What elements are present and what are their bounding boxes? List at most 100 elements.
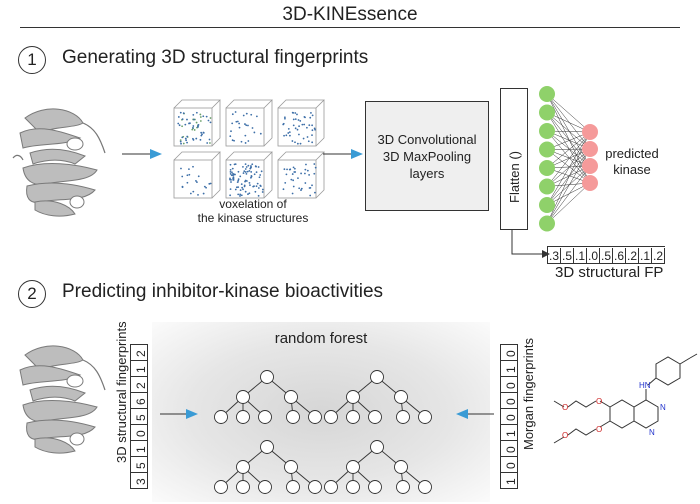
random-forest-panel: [152, 322, 490, 502]
fp-cell: .1: [639, 248, 652, 264]
flatten-label: Flatten (): [507, 150, 522, 203]
voxel-cube: [173, 151, 221, 199]
mol-atom-o1: O: [596, 397, 602, 406]
decision-tree: [214, 440, 322, 494]
inhibitor-molecule: HN N N O O O O: [553, 353, 698, 444]
random-forest-label: random forest: [274, 330, 368, 347]
tree-node: [418, 410, 432, 424]
tree-node: [214, 480, 228, 494]
title-divider: [20, 27, 680, 28]
fp-cell: 1: [504, 478, 518, 485]
kinase-structure-image-2: [19, 345, 106, 454]
input-node: [539, 215, 555, 232]
structural-fp-label: 3D structural FP: [555, 264, 664, 281]
arrow-to-voxels: [122, 149, 162, 159]
cnn-layers-box: 3D Convolutional 3D MaxPooling layers: [365, 101, 489, 211]
fp-cell: 3: [134, 478, 148, 485]
input-node: [539, 123, 555, 139]
tree-node: [308, 480, 322, 494]
fp-cell: 5: [134, 462, 148, 469]
tree-node: [394, 390, 408, 404]
fp-cell: .5: [600, 248, 613, 264]
fp-cell: 1: [504, 430, 518, 437]
output-node: [582, 124, 598, 140]
tree-node: [236, 410, 250, 424]
output-node: [582, 141, 598, 157]
fp-cell: .6: [613, 248, 626, 264]
arrow-morgan-to-forest: [456, 409, 494, 419]
voxel-cube: [173, 99, 221, 147]
tree-node: [214, 410, 228, 424]
step2-title: Predicting inhibitor-kinase bioactivitie…: [62, 281, 384, 302]
tree-node: [418, 480, 432, 494]
fp-cell: 0: [504, 398, 518, 405]
tree-node: [396, 480, 410, 494]
tree-node: [260, 370, 274, 384]
fp-cell: 0: [134, 430, 148, 437]
fp-cell: 1: [134, 366, 148, 373]
tree-node: [370, 440, 384, 454]
tree-node: [258, 480, 272, 494]
tree-node: [324, 410, 338, 424]
random-forest-trees: [214, 370, 432, 494]
tree-node: [286, 410, 300, 424]
figure-title: 3D-KINEssence: [282, 4, 418, 25]
output-node: [582, 175, 598, 191]
input-node: [539, 104, 555, 121]
input-node: [539, 178, 555, 195]
flatten-to-fp-connector: [511, 230, 550, 258]
tree-node: [346, 480, 360, 494]
left-fp-label: 3D structural fingerprints: [114, 321, 129, 463]
output-label-line1: predicted: [605, 146, 659, 161]
cnn-line-3: layers: [409, 166, 445, 181]
tree-node: [324, 480, 338, 494]
tree-node: [368, 480, 382, 494]
fp-cell: 0: [504, 382, 518, 389]
fp-cell: 0: [504, 446, 518, 453]
fp-cell: .2: [626, 248, 639, 264]
kinase-structure-image: [12, 108, 106, 217]
input-node: [539, 141, 555, 158]
decision-tree: [324, 370, 432, 424]
step1-number-badge: 1: [18, 46, 46, 74]
tree-node: [346, 390, 360, 404]
tree-node: [284, 390, 298, 404]
voxel-cube: [277, 151, 325, 199]
fp-cell: 0: [504, 350, 518, 357]
tree-node: [308, 410, 322, 424]
step2-number-badge: 2: [18, 280, 46, 308]
fp-cell: .1: [574, 248, 587, 264]
step1-title: Generating 3D structural fingerprints: [62, 47, 369, 68]
tree-node: [346, 410, 360, 424]
fp-cell: 2: [134, 350, 148, 357]
tree-node: [394, 460, 408, 474]
tree-node: [396, 410, 410, 424]
flatten-box: Flatten (): [500, 88, 528, 230]
fp-cell: 1: [134, 446, 148, 453]
fp-cell: .2: [652, 248, 665, 264]
voxel-cube: [225, 99, 273, 147]
voxel-cube: [277, 99, 325, 147]
tree-node: [346, 460, 360, 474]
input-node: [539, 86, 555, 102]
mol-atom-o3: O: [596, 425, 602, 434]
neural-network: [539, 86, 598, 232]
decision-tree: [214, 370, 322, 424]
mol-atom-n2: N: [649, 428, 655, 437]
fp-cell: 1: [504, 366, 518, 373]
voxel-caption-line1: voxelation of: [219, 197, 287, 211]
fp-cell: 0: [504, 462, 518, 469]
tree-node: [258, 410, 272, 424]
tree-node: [236, 480, 250, 494]
fp-cell: 5: [134, 414, 148, 421]
tree-node: [286, 480, 300, 494]
fp-cell: 0: [504, 414, 518, 421]
tree-node: [260, 440, 274, 454]
cnn-line-2: 3D MaxPooling: [382, 149, 472, 164]
tree-node: [236, 460, 250, 474]
decision-tree: [324, 440, 432, 494]
output-label: predicted kinase: [592, 146, 672, 178]
morgan-fp-vector: 0 1 0 0 0 1 0 0 1: [500, 344, 518, 489]
tree-node: [370, 370, 384, 384]
fp-cell: .5: [561, 248, 574, 264]
